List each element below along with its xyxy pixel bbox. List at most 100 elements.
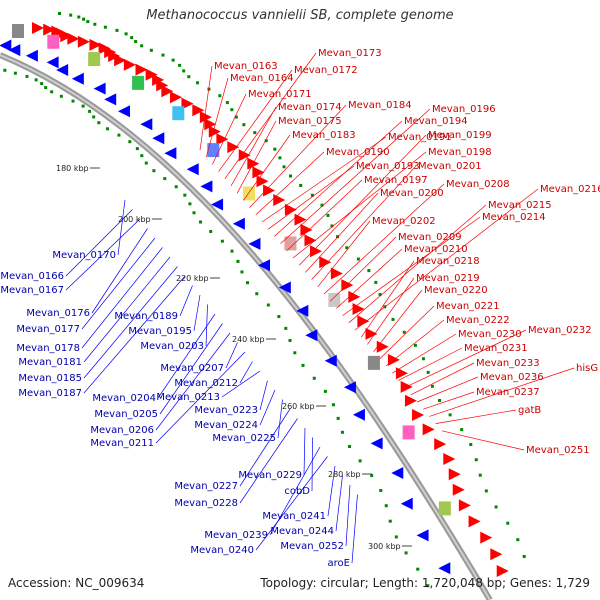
gene-label-forward[interactable]: Mevan_0236 bbox=[480, 372, 544, 383]
gene-label-forward[interactable]: Mevan_0222 bbox=[446, 315, 510, 326]
gene-label-reverse[interactable]: Mevan_0244 bbox=[270, 526, 334, 537]
gene-label-forward[interactable]: Mevan_0233 bbox=[476, 358, 540, 369]
gene-label-reverse[interactable]: Mevan_0203 bbox=[140, 341, 204, 352]
gene-label-reverse[interactable]: Mevan_0170 bbox=[52, 250, 116, 261]
gene-label-reverse[interactable]: Mevan_0206 bbox=[90, 425, 154, 436]
gene-label-forward[interactable]: Mevan_0191 bbox=[388, 132, 452, 143]
kbp-tick-label: 200 kbp bbox=[118, 215, 151, 224]
gene-label-reverse[interactable]: aroE bbox=[328, 558, 350, 569]
gene-label-reverse[interactable]: Mevan_0177 bbox=[16, 324, 80, 335]
gene-label-reverse[interactable]: Mevan_0241 bbox=[262, 511, 326, 522]
gene-label-reverse[interactable]: Mevan_0228 bbox=[174, 498, 238, 509]
gene-label-reverse[interactable]: Mevan_0178 bbox=[16, 343, 80, 354]
leader-line bbox=[65, 218, 141, 291]
gene-label-forward[interactable]: Mevan_0200 bbox=[380, 188, 444, 199]
gene-label-reverse[interactable]: cobD bbox=[284, 486, 310, 497]
gc-tick bbox=[253, 131, 257, 135]
gene-label-reverse[interactable]: Mevan_0167 bbox=[0, 285, 64, 296]
gene-label-forward[interactable]: Mevan_0163 bbox=[214, 61, 278, 72]
gc-tick bbox=[34, 78, 38, 82]
gene-label-forward[interactable]: Mevan_0184 bbox=[348, 100, 412, 111]
gene-label-forward[interactable]: Mevan_0164 bbox=[230, 73, 294, 84]
leader-line bbox=[342, 216, 481, 316]
gene-label-forward[interactable]: Mevan_0232 bbox=[528, 325, 592, 336]
gene-label-reverse[interactable]: Mevan_0229 bbox=[238, 470, 302, 481]
gc-tick bbox=[426, 584, 430, 588]
forward-gene-arrow bbox=[310, 245, 323, 258]
gene-label-forward[interactable]: Mevan_0220 bbox=[424, 285, 488, 296]
gc-tick bbox=[348, 444, 352, 448]
gene-label-forward[interactable]: Mevan_0221 bbox=[436, 301, 500, 312]
gene-label-forward[interactable]: Mevan_0194 bbox=[404, 116, 468, 127]
gene-label-reverse[interactable]: Mevan_0223 bbox=[194, 405, 258, 416]
gene-label-forward[interactable]: Mevan_0219 bbox=[416, 273, 480, 284]
gene-label-forward[interactable]: Mevan_0231 bbox=[464, 343, 528, 354]
gc-tick bbox=[310, 193, 314, 197]
gene-label-reverse[interactable]: Mevan_0212 bbox=[174, 378, 238, 389]
gene-label-forward[interactable]: Mevan_0172 bbox=[294, 65, 358, 76]
gene-label-forward[interactable]: Mevan_0197 bbox=[364, 175, 428, 186]
forward-gene-arrow bbox=[395, 367, 408, 380]
gene-label-reverse[interactable]: Mevan_0227 bbox=[174, 481, 238, 492]
gc-tick bbox=[13, 71, 17, 75]
gene-label-reverse[interactable]: Mevan_0240 bbox=[190, 545, 254, 556]
gene-label-forward[interactable]: Mevan_0175 bbox=[278, 116, 342, 127]
gene-label-reverse[interactable]: Mevan_0207 bbox=[160, 363, 224, 374]
gene-label-forward[interactable]: Mevan_0171 bbox=[248, 89, 312, 100]
gene-label-reverse[interactable]: Mevan_0185 bbox=[18, 373, 82, 384]
gc-tick bbox=[188, 202, 192, 206]
gene-label-forward[interactable]: Mevan_0183 bbox=[292, 130, 356, 141]
gene-label-reverse[interactable]: Mevan_0176 bbox=[26, 308, 90, 319]
gene-label-forward[interactable]: Mevan_0214 bbox=[482, 212, 546, 223]
gene-label-forward[interactable]: Mevan_0216 bbox=[540, 184, 600, 195]
gene-label-forward[interactable]: Mevan_0218 bbox=[416, 256, 480, 267]
gene-label-reverse[interactable]: Mevan_0195 bbox=[128, 326, 192, 337]
reverse-gene-arrow bbox=[400, 497, 413, 510]
gene-label-forward[interactable]: Mevan_0209 bbox=[398, 232, 462, 243]
gene-label-forward[interactable]: Mevan_0210 bbox=[404, 244, 468, 255]
gene-label-forward[interactable]: Mevan_0202 bbox=[372, 216, 436, 227]
gene-label-forward[interactable]: Mevan_0208 bbox=[446, 179, 510, 190]
reverse-gene-arrow bbox=[324, 354, 337, 367]
gene-label-forward[interactable]: Mevan_0173 bbox=[318, 48, 382, 59]
forward-gene-arrow bbox=[238, 149, 251, 162]
gene-label-forward[interactable]: Mevan_0230 bbox=[458, 329, 522, 340]
gc-tick bbox=[25, 74, 29, 78]
reverse-gene-arrow bbox=[140, 118, 153, 131]
gene-label-forward[interactable]: Mevan_0174 bbox=[278, 102, 342, 113]
gene-label-forward[interactable]: gatB bbox=[518, 405, 541, 416]
gene-label-reverse[interactable]: Mevan_0189 bbox=[114, 311, 178, 322]
gc-tick bbox=[273, 147, 277, 151]
gene-label-forward[interactable]: hisG bbox=[576, 363, 598, 374]
gene-label-forward[interactable]: Mevan_0193 bbox=[356, 161, 420, 172]
gene-label-reverse[interactable]: Mevan_0204 bbox=[92, 393, 156, 404]
gene-label-forward[interactable]: Mevan_0201 bbox=[418, 161, 482, 172]
gene-label-forward[interactable]: Mevan_0215 bbox=[488, 200, 552, 211]
gene-label-forward[interactable]: Mevan_0190 bbox=[326, 147, 390, 158]
gene-label-forward[interactable]: Mevan_0199 bbox=[428, 130, 492, 141]
leader-line bbox=[354, 188, 539, 331]
forward-gene-arrow bbox=[227, 141, 240, 154]
gene-label-forward[interactable]: Mevan_0237 bbox=[476, 387, 540, 398]
gc-tick bbox=[426, 370, 430, 374]
leader-line bbox=[335, 475, 343, 532]
gc-tick bbox=[331, 403, 335, 407]
gene-label-reverse[interactable]: Mevan_0181 bbox=[18, 357, 82, 368]
leader-line bbox=[329, 236, 397, 302]
gene-label-forward[interactable]: Mevan_0251 bbox=[526, 445, 590, 456]
gene-label-forward[interactable]: Mevan_0198 bbox=[428, 147, 492, 158]
gene-label-reverse[interactable]: Mevan_0224 bbox=[194, 420, 258, 431]
gene-label-reverse[interactable]: Mevan_0252 bbox=[280, 541, 344, 552]
gene-label-reverse[interactable]: Mevan_0239 bbox=[204, 530, 268, 541]
gene-label-reverse[interactable]: Mevan_0205 bbox=[94, 409, 158, 420]
gene-label-reverse[interactable]: Mevan_0187 bbox=[18, 388, 82, 399]
gene-label-reverse[interactable]: Mevan_0211 bbox=[90, 438, 154, 449]
gene-label-reverse[interactable]: Mevan_0225 bbox=[212, 433, 276, 444]
gene-label-reverse[interactable]: Mevan_0213 bbox=[156, 392, 220, 403]
leader-line bbox=[157, 313, 216, 399]
gene-label-forward[interactable]: Mevan_0196 bbox=[432, 104, 496, 115]
gc-tick bbox=[105, 127, 109, 131]
gene-label-reverse[interactable]: Mevan_0166 bbox=[0, 271, 64, 282]
gc-tick bbox=[430, 384, 434, 388]
gc-tick bbox=[320, 203, 324, 207]
